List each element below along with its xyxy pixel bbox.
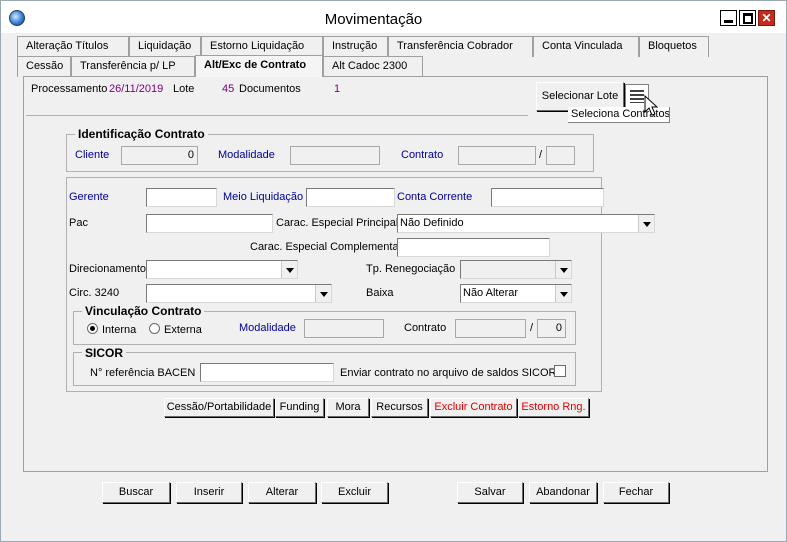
chevron-down-icon[interactable]: [281, 261, 297, 278]
processamento-value: 26/11/2019: [109, 83, 164, 95]
pac-label: Pac: [69, 217, 88, 229]
tp-renegociacao-select[interactable]: [460, 260, 572, 279]
referencia-bacen-label: N° referência BACEN: [90, 367, 196, 379]
documentos-label: Documentos: [239, 83, 301, 95]
baixa-label: Baixa: [366, 287, 394, 299]
fechar-button[interactable]: Fechar: [603, 482, 669, 503]
lote-value: 45: [222, 83, 235, 95]
window-title: Movimentação: [324, 11, 423, 28]
vinculacao-modalidade-label: Modalidade: [239, 322, 296, 334]
vinculacao-contrato-suffix-field[interactable]: 0: [537, 319, 566, 338]
conta-corrente-label: Conta Corrente: [397, 191, 473, 203]
sicor-title: SICOR: [82, 346, 127, 360]
vinculacao-contrato-field[interactable]: [455, 319, 526, 338]
header-divider: [26, 107, 528, 116]
estorno-rng-button[interactable]: Estorno Rng.: [518, 398, 589, 417]
vinculacao-slash: /: [530, 322, 534, 334]
meio-liquidacao-label: Meio Liquidação: [223, 191, 304, 203]
baixa-select[interactable]: Não Alterar: [460, 284, 572, 303]
gerente-label: Gerente: [69, 191, 109, 203]
salvar-button[interactable]: Salvar: [457, 482, 523, 503]
cessao-portabilidade-button[interactable]: Cessão/Portabilidade: [164, 398, 274, 417]
tab-alteracao-titulos[interactable]: Alteração Títulos: [17, 36, 129, 57]
vinculacao-contrato-label: Contrato: [404, 322, 447, 334]
processamento-label: Processamento: [31, 83, 108, 95]
cliente-label: Cliente: [75, 149, 110, 161]
direcionamento-label: Direcionamento: [69, 263, 147, 275]
chevron-down-icon[interactable]: [638, 215, 654, 232]
inserir-button[interactable]: Inserir: [176, 482, 242, 503]
carac-complementar-field[interactable]: [397, 238, 550, 257]
mouse-cursor-icon: [644, 95, 658, 116]
alterar-button[interactable]: Alterar: [248, 482, 316, 503]
lote-label: Lote: [173, 83, 195, 95]
abandonar-button[interactable]: Abandonar: [529, 482, 597, 503]
documentos-value: 1: [334, 83, 341, 95]
buscar-button[interactable]: Buscar: [102, 482, 170, 503]
tab-bloquetos[interactable]: Bloquetos: [639, 36, 709, 57]
contrato-field[interactable]: [458, 146, 536, 165]
pac-field[interactable]: [146, 214, 273, 233]
direcionamento-select[interactable]: [146, 260, 298, 279]
tab-alt-cadoc-2300[interactable]: Alt Cadoc 2300: [323, 56, 423, 77]
chevron-down-icon[interactable]: [555, 261, 571, 278]
tab-instrucao[interactable]: Instrução: [323, 36, 388, 57]
circ-label: Circ. 3240: [69, 287, 120, 299]
conta-corrente-field[interactable]: [491, 188, 604, 207]
recursos-button[interactable]: Recursos: [371, 398, 428, 417]
tp-renegociacao-label: Tp. Renegociação: [366, 263, 456, 275]
carac-principal-value: Não Definido: [400, 217, 464, 229]
modalidade-field[interactable]: [290, 146, 380, 165]
vinculacao-title: Vinculação Contrato: [82, 304, 205, 318]
tab-liquidacao[interactable]: Liquidação: [129, 36, 201, 57]
minimize-icon[interactable]: [720, 10, 737, 26]
carac-principal-select[interactable]: Não Definido: [397, 214, 655, 233]
externa-radio[interactable]: [149, 323, 160, 334]
title-bar: Movimentação ✕: [1, 1, 786, 33]
meio-liquidacao-field[interactable]: [306, 188, 395, 207]
tab-estorno-liquidacao[interactable]: Estorno Liquidação: [201, 36, 323, 57]
excluir-contrato-button[interactable]: Excluir Contrato: [430, 398, 517, 417]
enviar-sicor-label: Enviar contrato no arquivo de saldos SIC…: [340, 367, 557, 379]
referencia-bacen-field[interactable]: [200, 363, 334, 382]
form-group: [66, 177, 602, 392]
funding-button[interactable]: Funding: [275, 398, 324, 417]
modalidade-label: Modalidade: [218, 149, 275, 161]
chevron-down-icon[interactable]: [315, 285, 331, 302]
carac-principal-label: Carac. Especial Principal: [276, 217, 399, 229]
carac-complementar-label: Carac. Especial Complementar: [250, 241, 403, 253]
excluir-button[interactable]: Excluir: [321, 482, 388, 503]
interna-label: Interna: [102, 324, 137, 336]
contrato-slash: /: [539, 149, 543, 161]
mora-button[interactable]: Mora: [327, 398, 369, 417]
externa-label: Externa: [164, 324, 202, 336]
identificacao-group: [66, 134, 594, 172]
gerente-field[interactable]: [146, 188, 217, 207]
tab-transferencia-cobrador[interactable]: Transferência Cobrador: [388, 36, 533, 57]
contrato-label: Contrato: [401, 149, 444, 161]
baixa-value: Não Alterar: [463, 287, 519, 299]
circ-select[interactable]: [146, 284, 332, 303]
tab-cessao[interactable]: Cessão: [17, 56, 71, 77]
vinculacao-group: [73, 311, 576, 345]
sicor-group: [73, 352, 576, 386]
app-globe-icon: [9, 10, 25, 26]
vinculacao-modalidade-field[interactable]: [304, 319, 384, 338]
tab-alt-exc-contrato[interactable]: Alt/Exc de Contrato: [195, 55, 323, 77]
maximize-icon[interactable]: [739, 10, 756, 26]
tab-transferencia-lp[interactable]: Transferência p/ LP: [71, 56, 195, 77]
cliente-field[interactable]: 0: [121, 146, 198, 165]
contrato-suffix-field[interactable]: [546, 146, 575, 165]
interna-radio[interactable]: [87, 323, 98, 334]
tab-conta-vinculada[interactable]: Conta Vinculada: [533, 36, 639, 57]
enviar-sicor-checkbox[interactable]: [554, 365, 566, 377]
chevron-down-icon[interactable]: [555, 285, 571, 302]
close-icon[interactable]: ✕: [758, 10, 775, 26]
identificacao-title: Identificação Contrato: [75, 127, 208, 141]
